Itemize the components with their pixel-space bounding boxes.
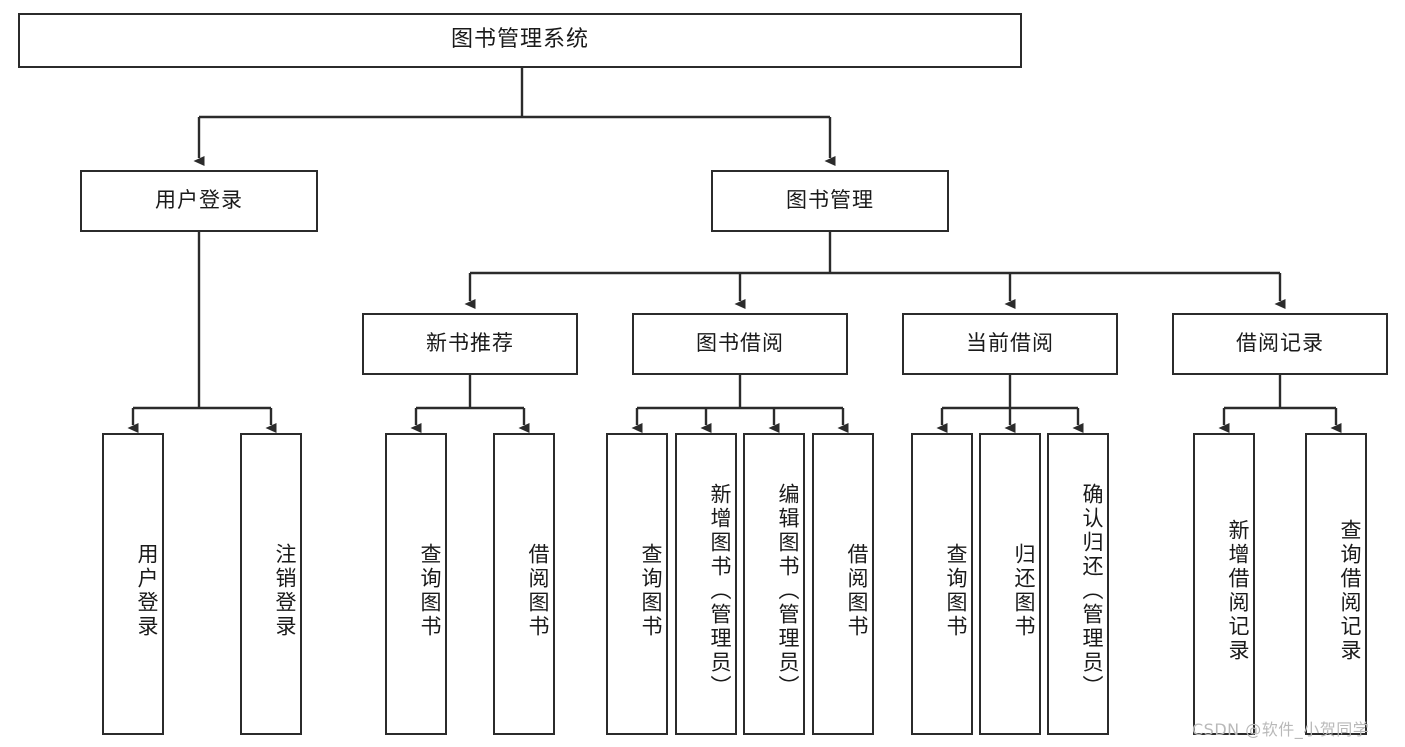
leaf-user-login[interactable]: 用户登录 <box>102 433 164 735</box>
node-book-management[interactable]: 图书管理 <box>711 170 949 232</box>
node-label: 用户登录 <box>155 188 243 213</box>
node-label: 编辑图书（管理员） <box>776 483 800 699</box>
leaf-borrow-add-book-admin[interactable]: 新增图书（管理员） <box>675 433 737 735</box>
node-label: 当前借阅 <box>966 331 1054 356</box>
leaf-newbook-query-book[interactable]: 查询图书 <box>385 433 447 735</box>
leaf-borrow-query-book[interactable]: 查询图书 <box>606 433 668 735</box>
node-user-login[interactable]: 用户登录 <box>80 170 318 232</box>
leaf-borrow-borrow-book[interactable]: 借阅图书 <box>812 433 874 735</box>
leaf-user-logout[interactable]: 注销登录 <box>240 433 302 735</box>
node-label: 借阅记录 <box>1236 331 1324 356</box>
node-label: 用户登录 <box>135 543 159 639</box>
node-label: 新增图书（管理员） <box>708 483 732 699</box>
csdn-watermark: CSDN @软件_小贺同学 <box>1192 720 1370 739</box>
leaf-newbook-borrow-book[interactable]: 借阅图书 <box>493 433 555 735</box>
node-label: 图书借阅 <box>696 331 784 356</box>
node-label: 注销登录 <box>273 543 297 639</box>
node-current-borrow[interactable]: 当前借阅 <box>902 313 1118 375</box>
leaf-record-query-record[interactable]: 查询借阅记录 <box>1305 433 1367 735</box>
node-label: 归还图书 <box>1012 543 1036 639</box>
node-label: 确认归还（管理员） <box>1080 483 1104 699</box>
node-label: 图书管理 <box>786 188 874 213</box>
node-label: 借阅图书 <box>526 543 550 639</box>
leaf-current-confirm-return-admin[interactable]: 确认归还（管理员） <box>1047 433 1109 735</box>
leaf-current-return-book[interactable]: 归还图书 <box>979 433 1041 735</box>
node-label: 借阅图书 <box>845 543 869 639</box>
leaf-borrow-edit-book-admin[interactable]: 编辑图书（管理员） <box>743 433 805 735</box>
node-label: 新书推荐 <box>426 331 514 356</box>
node-label: 查询图书 <box>944 543 968 639</box>
node-borrow-record[interactable]: 借阅记录 <box>1172 313 1388 375</box>
node-label: 新增借阅记录 <box>1226 519 1250 663</box>
leaf-record-add-record[interactable]: 新增借阅记录 <box>1193 433 1255 735</box>
node-book-borrow[interactable]: 图书借阅 <box>632 313 848 375</box>
node-label: 查询图书 <box>639 543 663 639</box>
node-label: 查询借阅记录 <box>1338 519 1362 663</box>
node-label: 图书管理系统 <box>450 27 589 53</box>
node-root-system[interactable]: 图书管理系统 <box>18 13 1022 68</box>
node-new-book-recommend[interactable]: 新书推荐 <box>362 313 578 375</box>
leaf-current-query-book[interactable]: 查询图书 <box>911 433 973 735</box>
node-label: 查询图书 <box>418 543 442 639</box>
